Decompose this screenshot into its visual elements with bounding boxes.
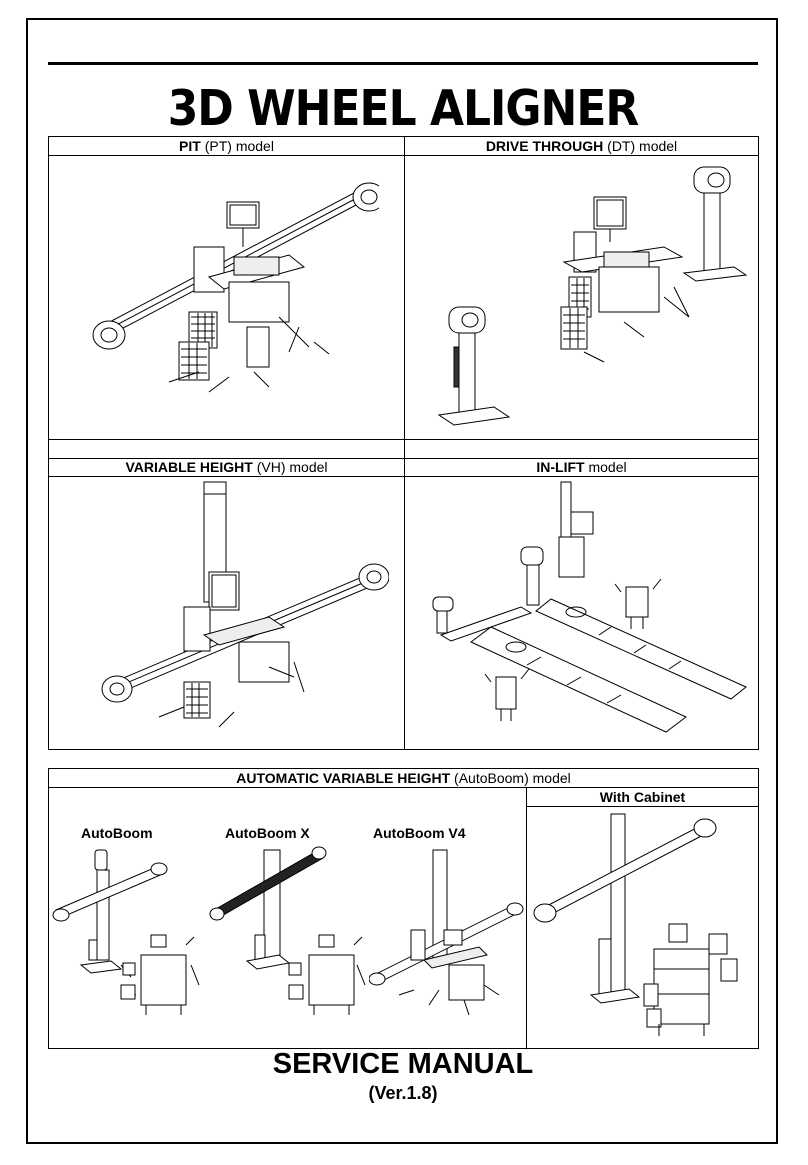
drive-through-model-header: DRIVE THROUGH (DT) model <box>405 137 758 156</box>
autoboom-v4-illustration <box>369 849 524 1016</box>
variable-height-aligner-illustration <box>101 481 389 728</box>
variable-height-model-header: VARIABLE HEIGHT (VH) model <box>49 458 404 477</box>
autoboom-x-label: AutoBoom X <box>225 825 310 841</box>
autoboom-illustration <box>52 849 200 1015</box>
document-title: 3D WHEEL ALIGNER <box>167 80 640 138</box>
service-manual-title: SERVICE MANUAL <box>272 1048 534 1080</box>
top-rule <box>48 62 758 65</box>
grid-divider <box>526 788 527 1048</box>
grid-divider <box>404 137 405 749</box>
with-cabinet-illustration <box>533 813 738 1036</box>
autoboom-label: AutoBoom <box>81 825 153 841</box>
in-lift-model-header: IN-LIFT model <box>405 458 758 477</box>
autoboom-model-header: AUTOMATIC VARIABLE HEIGHT (AutoBoom) mod… <box>49 769 758 788</box>
in-lift-aligner-illustration <box>432 481 747 733</box>
model-grid-upper: PIT (PT) model DRIVE THROUGH (DT) model … <box>48 136 759 750</box>
pit-model-header: PIT (PT) model <box>49 137 404 156</box>
drive-through-aligner-illustration <box>437 166 748 426</box>
row-separator <box>49 439 758 440</box>
row-separator <box>49 458 758 459</box>
page-frame <box>26 18 778 1144</box>
with-cabinet-header: With Cabinet <box>527 788 758 807</box>
model-grid-autoboom: AUTOMATIC VARIABLE HEIGHT (AutoBoom) mod… <box>48 768 759 1049</box>
autoboom-x-illustration <box>209 846 366 1015</box>
version-label: (Ver.1.8) <box>368 1083 438 1103</box>
pit-aligner-illustration <box>92 182 379 393</box>
autoboom-v4-label: AutoBoom V4 <box>373 825 466 841</box>
